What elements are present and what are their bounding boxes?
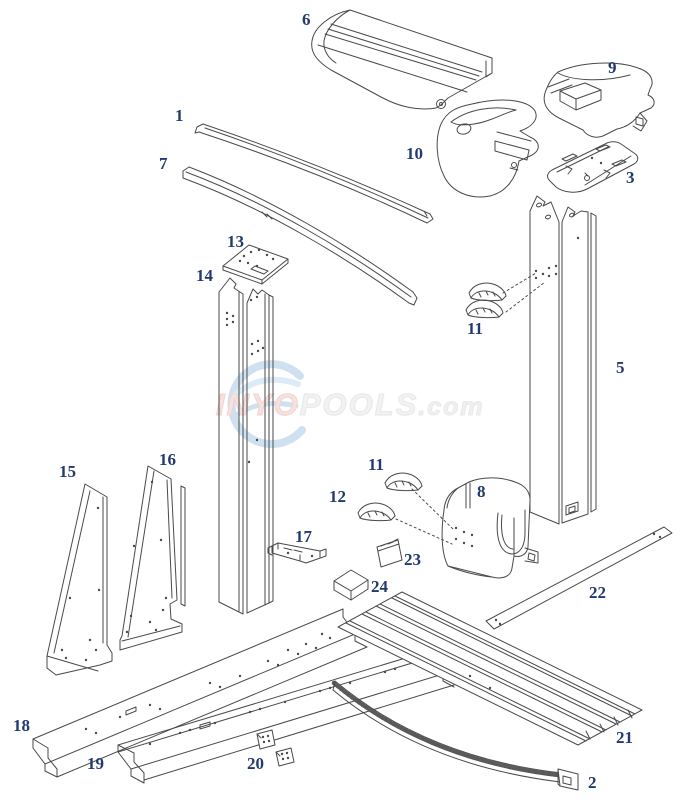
part-11-12-clips-lower xyxy=(358,473,454,544)
part-9-top-cap xyxy=(544,63,654,137)
callout-part-7: 7 xyxy=(159,154,168,173)
part-8-bottom-boot xyxy=(442,478,538,578)
callout-part-5: 5 xyxy=(616,358,625,377)
callout-part-16: 16 xyxy=(159,450,176,469)
part-3-transition-plate xyxy=(548,142,638,192)
part-5-upright-column xyxy=(503,196,596,524)
callout-part-12: 12 xyxy=(329,487,346,506)
callout-part-10: 10 xyxy=(406,144,423,163)
callout-part-11-lower: 11 xyxy=(368,455,385,474)
part-19-channel-beam xyxy=(118,650,454,783)
callout-part-19: 19 xyxy=(87,754,104,773)
callout-part-11-upper: 11 xyxy=(467,319,484,338)
part-21-corrugated-panel xyxy=(338,592,642,745)
callout-part-2: 2 xyxy=(588,773,597,792)
callout-part-23: 23 xyxy=(404,550,421,569)
part-2-curved-bottom-track xyxy=(333,681,578,790)
part-23-plate xyxy=(377,539,402,567)
callout-part-3: 3 xyxy=(626,168,635,187)
watermark-text-pools: POOLS xyxy=(299,387,419,422)
callout-part-17: 17 xyxy=(295,527,312,546)
part-14-upright-column xyxy=(219,278,273,614)
callout-part-1: 1 xyxy=(175,106,184,125)
part-20-joiner-plates xyxy=(257,730,294,766)
watermark-text: INYOPOOLS.com xyxy=(216,387,485,422)
part-7-curved-bottom-rail xyxy=(183,167,417,305)
part-15-a-frame-brace xyxy=(47,484,112,675)
callout-part-14: 14 xyxy=(196,266,213,285)
callout-part-6: 6 xyxy=(302,10,311,29)
part-17-bracket xyxy=(268,543,326,563)
callout-part-18: 18 xyxy=(13,716,30,735)
callout-part-13: 13 xyxy=(227,232,244,251)
part-24-box xyxy=(334,570,368,600)
callout-part-15: 15 xyxy=(59,462,76,481)
callout-part-22: 22 xyxy=(589,583,606,602)
part-1-curved-top-rail xyxy=(195,124,433,223)
callout-part-24: 24 xyxy=(371,577,388,596)
callout-part-21: 21 xyxy=(616,728,633,747)
part-22-flat-strap xyxy=(486,527,672,629)
part-6-top-ledge xyxy=(312,10,492,109)
part-18-channel-beam xyxy=(33,609,367,777)
callout-part-8: 8 xyxy=(477,482,486,501)
part-13-top-plate xyxy=(223,245,288,284)
part-16-a-frame-brace xyxy=(120,466,185,650)
watermark-text-inyo: INYO xyxy=(216,387,300,422)
callout-part-9: 9 xyxy=(608,58,617,77)
watermark-text-domain: .com xyxy=(418,393,485,421)
part-10-resin-cover xyxy=(437,100,538,197)
part-11-clips-upper xyxy=(466,283,506,318)
callout-part-20: 20 xyxy=(247,754,264,773)
